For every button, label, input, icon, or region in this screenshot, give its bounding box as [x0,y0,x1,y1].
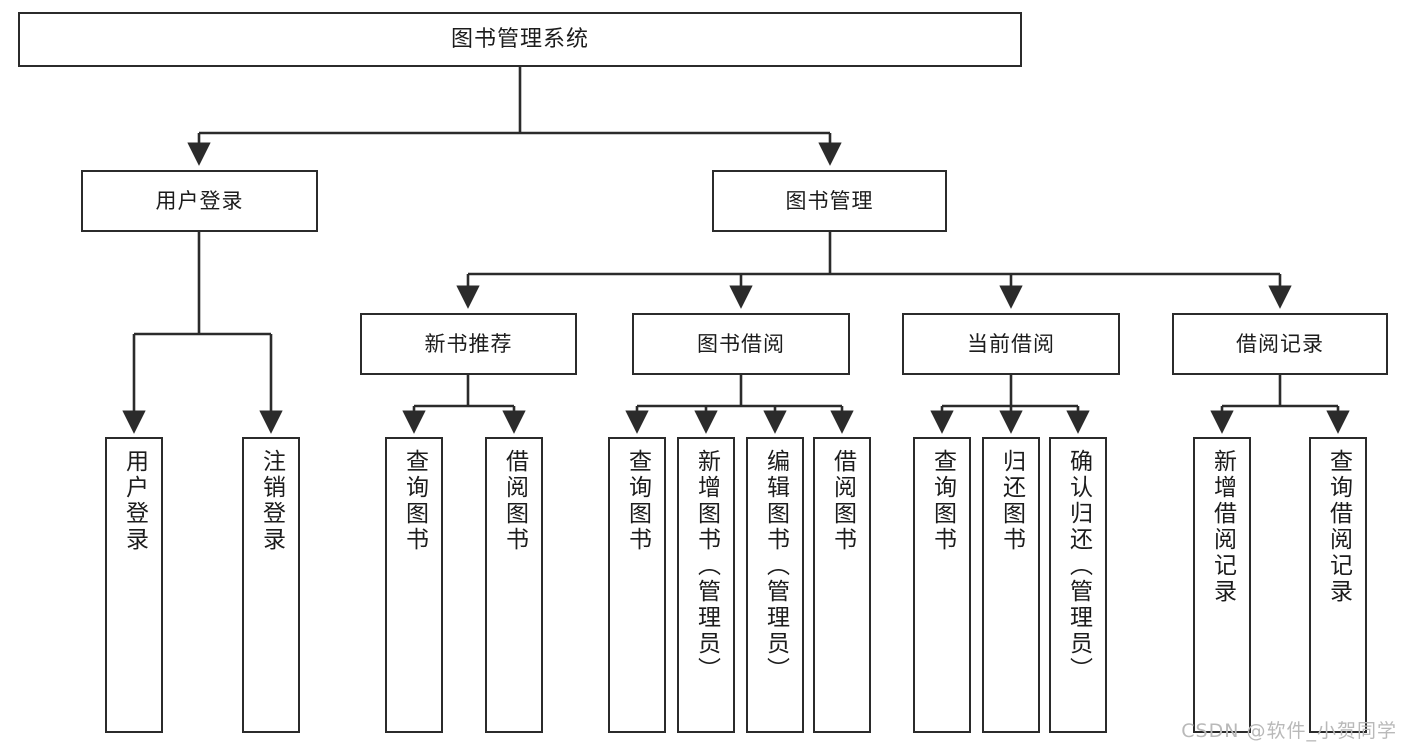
node-new-book-recommend[interactable]: 新书推荐 [360,313,577,375]
node-label: 新增借阅记录 [1209,449,1236,605]
leaf-user-login[interactable]: 用户登录 [105,437,163,733]
leaf-query-borrow-record[interactable]: 查询借阅记录 [1309,437,1367,733]
node-book-management[interactable]: 图书管理 [712,170,947,232]
watermark-text: CSDN @软件_小贺同学 [1181,720,1397,742]
leaf-query-book-newbook[interactable]: 查询图书 [385,437,443,733]
node-label: 用户登录 [155,188,244,213]
leaf-logout[interactable]: 注销登录 [242,437,300,733]
node-root-system[interactable]: 图书管理系统 [18,12,1022,67]
node-label: 查询图书 [624,449,651,553]
leaf-query-book-current[interactable]: 查询图书 [913,437,971,733]
leaf-confirm-return-admin[interactable]: 确认归还（管理员） [1049,437,1107,733]
node-label: 图书借阅 [697,331,785,356]
leaf-edit-book-admin[interactable]: 编辑图书（管理员） [746,437,804,733]
node-label: 查询图书 [929,449,956,553]
node-label: 借阅记录 [1236,331,1324,356]
node-label: 借阅图书 [501,449,528,553]
node-label: 编辑图书（管理员） [762,449,789,683]
node-label: 新书推荐 [424,331,513,356]
node-label: 查询借阅记录 [1325,449,1352,605]
node-label: 注销登录 [258,449,285,553]
node-label: 图书管理系统 [450,26,589,52]
node-user-login[interactable]: 用户登录 [81,170,318,232]
leaf-borrow-book[interactable]: 借阅图书 [813,437,871,733]
leaf-borrow-book-newbook[interactable]: 借阅图书 [485,437,543,733]
node-label: 查询图书 [401,449,428,553]
node-label: 图书管理 [785,188,874,213]
node-label: 当前借阅 [967,331,1055,356]
node-label: 归还图书 [998,449,1025,553]
node-label: 用户登录 [121,449,148,553]
node-current-borrow[interactable]: 当前借阅 [902,313,1120,375]
leaf-return-book[interactable]: 归还图书 [982,437,1040,733]
leaf-add-book-admin[interactable]: 新增图书（管理员） [677,437,735,733]
leaf-query-book-borrow[interactable]: 查询图书 [608,437,666,733]
leaf-add-borrow-record[interactable]: 新增借阅记录 [1193,437,1251,733]
node-label: 借阅图书 [829,449,856,553]
node-borrow-record[interactable]: 借阅记录 [1172,313,1388,375]
node-label: 确认归还（管理员） [1065,449,1092,683]
node-label: 新增图书（管理员） [693,449,720,683]
node-book-borrow[interactable]: 图书借阅 [632,313,850,375]
